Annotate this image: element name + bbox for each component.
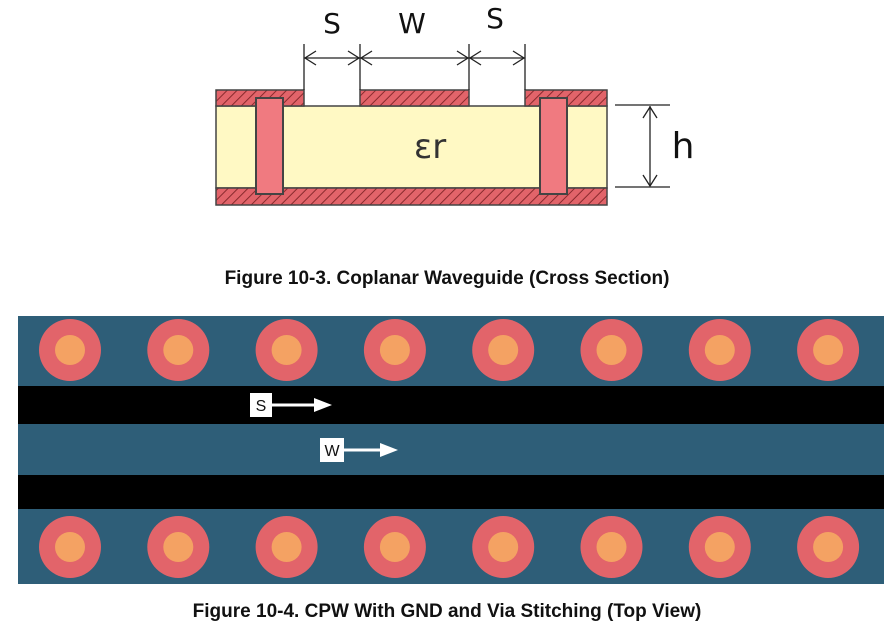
gap-marker-label: S <box>256 398 267 415</box>
via-drill <box>163 532 194 562</box>
gap-arrow-icon <box>272 398 332 412</box>
via-drill <box>596 532 627 562</box>
dielectric-constant-label: εr <box>414 127 446 167</box>
via-drill <box>271 335 302 365</box>
width-marker-box <box>320 438 344 462</box>
via-drill <box>163 335 194 365</box>
height-label: h <box>672 126 695 167</box>
via-drill <box>379 532 410 562</box>
width-marker-label: W <box>324 443 340 460</box>
width-label: W <box>398 7 426 40</box>
width-arrow-icon <box>344 443 398 457</box>
via-drill <box>596 335 627 365</box>
via-left <box>255 97 284 195</box>
gap-label-right: S <box>486 2 504 35</box>
via-drill <box>55 335 85 365</box>
via-drill <box>488 532 519 562</box>
via-drill <box>704 532 735 562</box>
signal-band <box>18 424 884 475</box>
via-drill <box>271 532 302 562</box>
via-drill <box>379 335 410 365</box>
lower-gap <box>18 475 884 509</box>
via-drill <box>488 335 519 365</box>
signal-trace <box>359 89 470 107</box>
figure-caption-top-view: Figure 10-4. CPW With GND and Via Stitch… <box>192 601 702 622</box>
via-drill <box>704 335 735 365</box>
figure-caption-cross-section: Figure 10-3. Coplanar Waveguide (Cross S… <box>224 268 670 289</box>
dimension-lines <box>303 44 670 188</box>
cross-section-diagram: S W S εr h <box>215 2 695 206</box>
via-drill <box>813 335 844 365</box>
gap-label-left: S <box>323 7 341 40</box>
via-rows <box>39 319 860 578</box>
bottom-ground-plane <box>215 187 608 206</box>
via-drill <box>813 532 844 562</box>
via-drill <box>55 532 85 562</box>
gap-marker-box <box>250 393 272 417</box>
via-right <box>539 97 568 195</box>
upper-gap <box>18 386 884 424</box>
